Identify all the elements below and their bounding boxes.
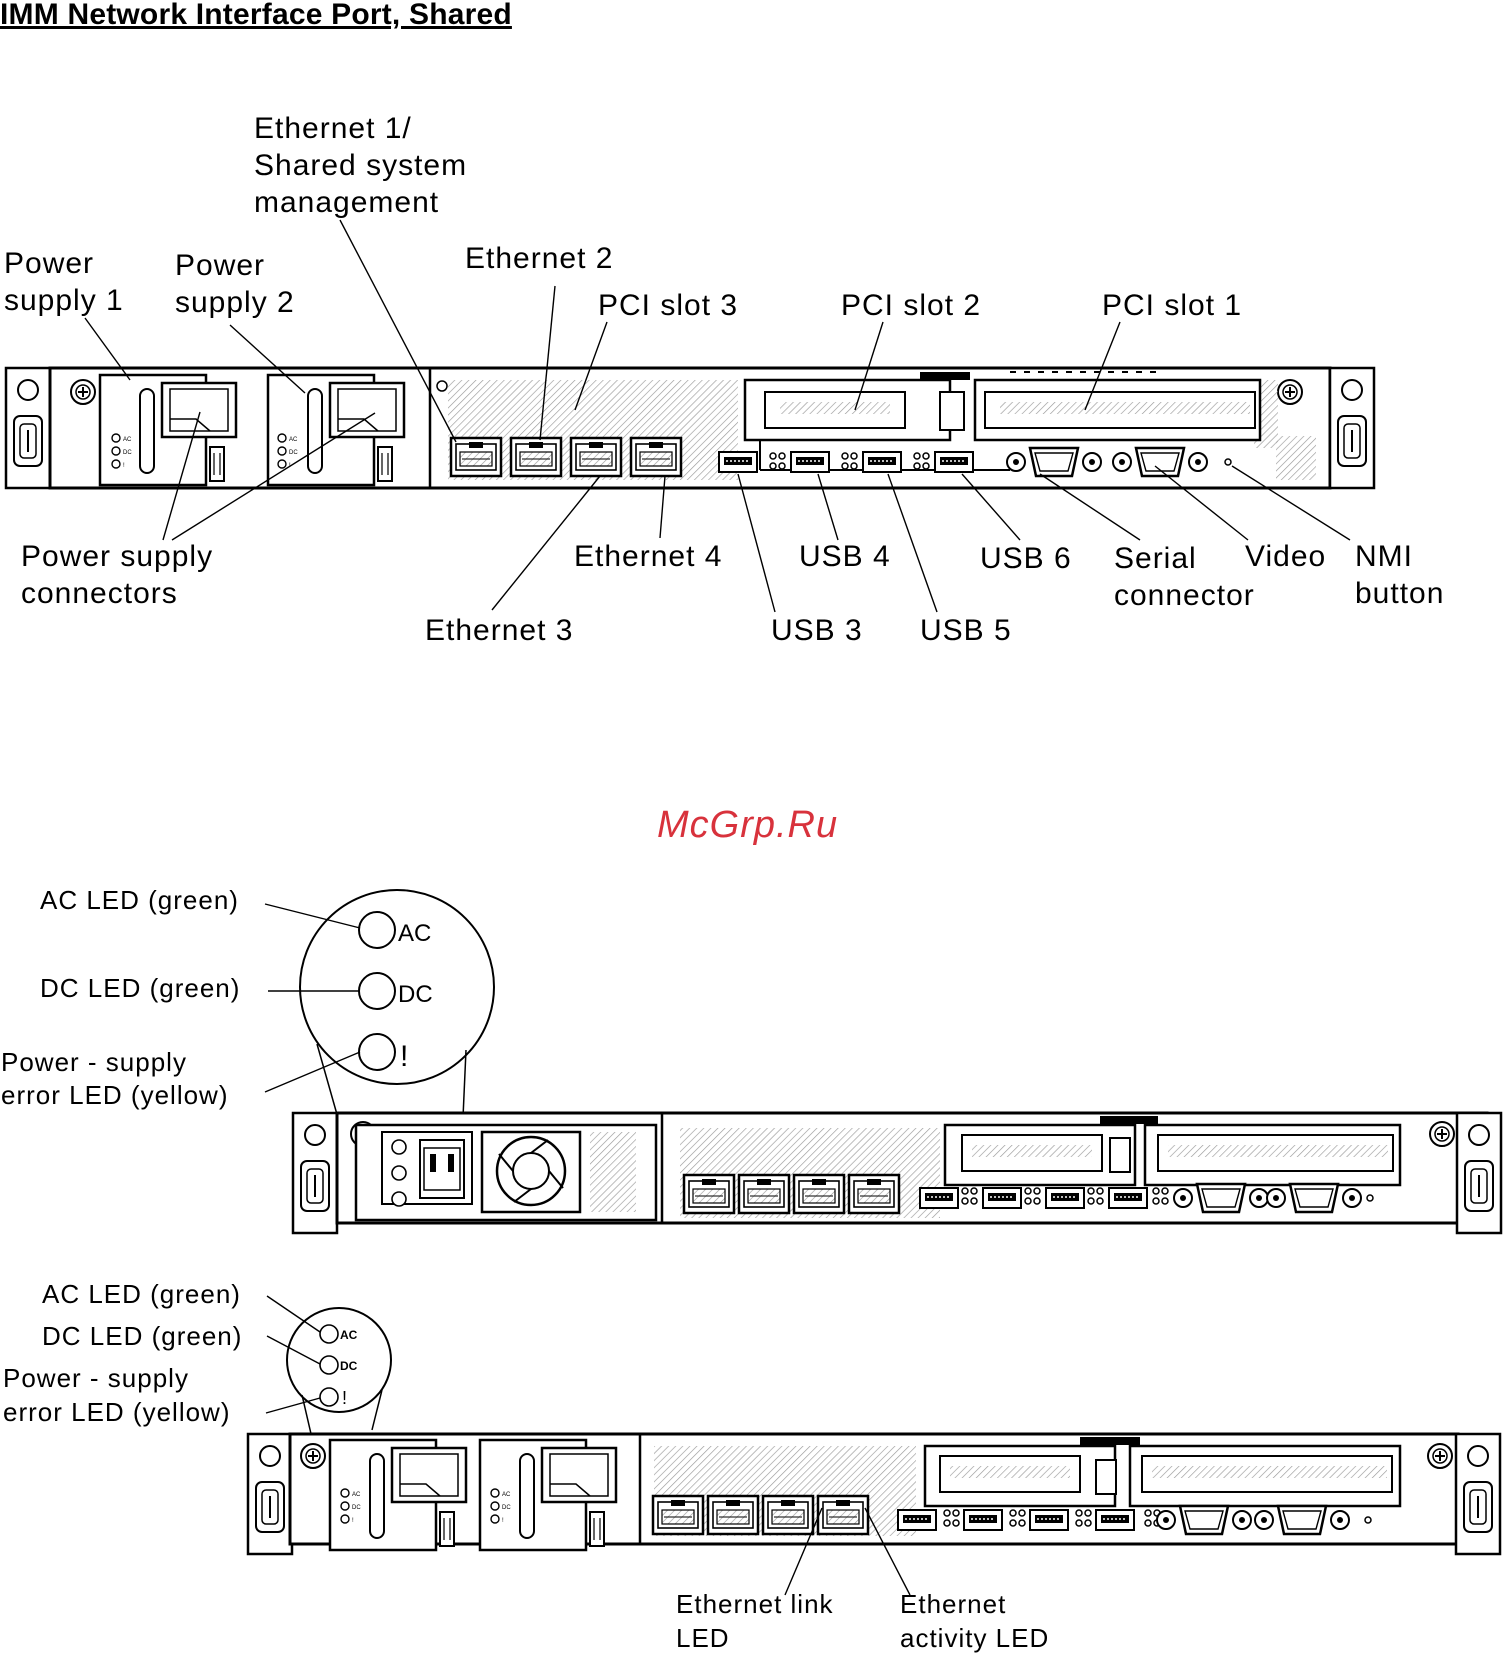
magnified-led-panel: AC DC ! bbox=[358, 911, 433, 1073]
label-ethernet-1-line1: Ethernet 1/ bbox=[254, 112, 412, 145]
label-power-supply-1-line1: Power bbox=[4, 247, 95, 280]
svg-text:!: ! bbox=[352, 1518, 354, 1524]
svg-text:AC: AC bbox=[352, 1492, 361, 1498]
label-ethernet-1-line3: management bbox=[254, 186, 440, 219]
usb-4-port bbox=[790, 451, 830, 473]
power-supply-1: AC DC ! bbox=[98, 373, 238, 487]
led-mark-dc: DC bbox=[123, 450, 132, 456]
svg-text:AC: AC bbox=[502, 1492, 511, 1498]
label-power-supply-2-line2: supply 2 bbox=[175, 286, 295, 319]
label-nmi-line2: button bbox=[1355, 577, 1445, 610]
label-ps-error-led-line1: Power - supply bbox=[3, 1363, 189, 1393]
label-ps-error-led-line2: error LED (yellow) bbox=[3, 1397, 231, 1427]
svg-text:DC: DC bbox=[502, 1505, 511, 1511]
magnifier-error-mark: ! bbox=[342, 1388, 347, 1408]
svg-text:DC: DC bbox=[352, 1505, 361, 1511]
label-usb-6: USB 6 bbox=[980, 542, 1072, 575]
label-usb-3: USB 3 bbox=[771, 614, 863, 647]
page-title: IMM Network Interface Port, Shared bbox=[0, 0, 512, 31]
label-usb-5: USB 5 bbox=[920, 614, 1012, 647]
label-usb-4: USB 4 bbox=[799, 540, 891, 573]
label-power-supply-1-line2: supply 1 bbox=[4, 284, 124, 317]
label-ac-led: AC LED (green) bbox=[42, 1279, 241, 1309]
watermark: McGrp.Ru bbox=[657, 804, 839, 846]
label-ethernet-1-line2: Shared system bbox=[254, 149, 468, 182]
label-serial-line1: Serial bbox=[1114, 542, 1197, 575]
label-ethernet-link-led-line1: Ethernet link bbox=[676, 1589, 834, 1619]
ethernet-3-port bbox=[569, 436, 623, 478]
magnifier-error-mark: ! bbox=[400, 1040, 408, 1073]
figure2-server-rear-ac-psu: AC DC ! bbox=[264, 889, 1503, 1235]
figure1-server-rear: AC DC ! AC DC ! bbox=[4, 219, 1376, 613]
label-power-supply-connectors-line2: connectors bbox=[21, 577, 178, 610]
usb-6-port bbox=[934, 451, 974, 473]
ethernet-4-port-with-leds bbox=[816, 1494, 870, 1536]
label-pci-slot-1: PCI slot 1 bbox=[1102, 289, 1243, 322]
power-supply-2: AC DC ! bbox=[266, 373, 406, 487]
usb-3-port bbox=[718, 451, 758, 473]
usb-5-port bbox=[862, 451, 902, 473]
label-ethernet-activity-led-line1: Ethernet bbox=[900, 1589, 1007, 1619]
led-mark-dc: DC bbox=[289, 450, 298, 456]
label-ethernet-4: Ethernet 4 bbox=[574, 540, 723, 573]
label-ethernet-3: Ethernet 3 bbox=[425, 614, 574, 647]
label-power-supply-2-line1: Power bbox=[175, 249, 266, 282]
led-mark-ac: AC bbox=[123, 437, 132, 443]
label-serial-line2: connector bbox=[1114, 579, 1255, 612]
ethernet-1-port bbox=[449, 436, 503, 478]
ethernet-4-port bbox=[629, 436, 683, 478]
label-ethernet-link-led-line2: LED bbox=[676, 1623, 730, 1653]
label-ethernet-2: Ethernet 2 bbox=[465, 242, 614, 275]
figure3-server-rear-dual-psu: AC DC ! AC DC! AC DC! bbox=[246, 1295, 1502, 1596]
label-dc-led: DC LED (green) bbox=[40, 973, 241, 1003]
label-ps-error-led-line2: error LED (yellow) bbox=[1, 1080, 229, 1110]
nmi-button bbox=[1224, 458, 1232, 466]
magnifier-dc-mark: DC bbox=[340, 1359, 358, 1373]
magnifier-dc-mark: DC bbox=[398, 981, 433, 1008]
magnifier-ac-mark: AC bbox=[398, 920, 431, 947]
magnified-led-panel: AC DC ! bbox=[319, 1324, 358, 1408]
label-ps-error-led-line1: Power - supply bbox=[1, 1047, 187, 1077]
label-ethernet-activity-led-line2: activity LED bbox=[900, 1623, 1050, 1653]
svg-text:!: ! bbox=[502, 1518, 504, 1524]
led-mark-ac: AC bbox=[289, 437, 298, 443]
label-video: Video bbox=[1245, 540, 1327, 573]
magnifier-ac-mark: AC bbox=[340, 1328, 358, 1342]
label-pci-slot-2: PCI slot 2 bbox=[841, 289, 982, 322]
led-mark-error: ! bbox=[123, 463, 125, 469]
label-dc-led: DC LED (green) bbox=[42, 1321, 243, 1351]
ethernet-2-port bbox=[509, 436, 563, 478]
label-ac-led: AC LED (green) bbox=[40, 885, 239, 915]
label-power-supply-connectors-line1: Power supply bbox=[21, 540, 214, 573]
label-nmi-line1: NMI bbox=[1355, 540, 1413, 573]
label-pci-slot-3: PCI slot 3 bbox=[598, 289, 739, 322]
